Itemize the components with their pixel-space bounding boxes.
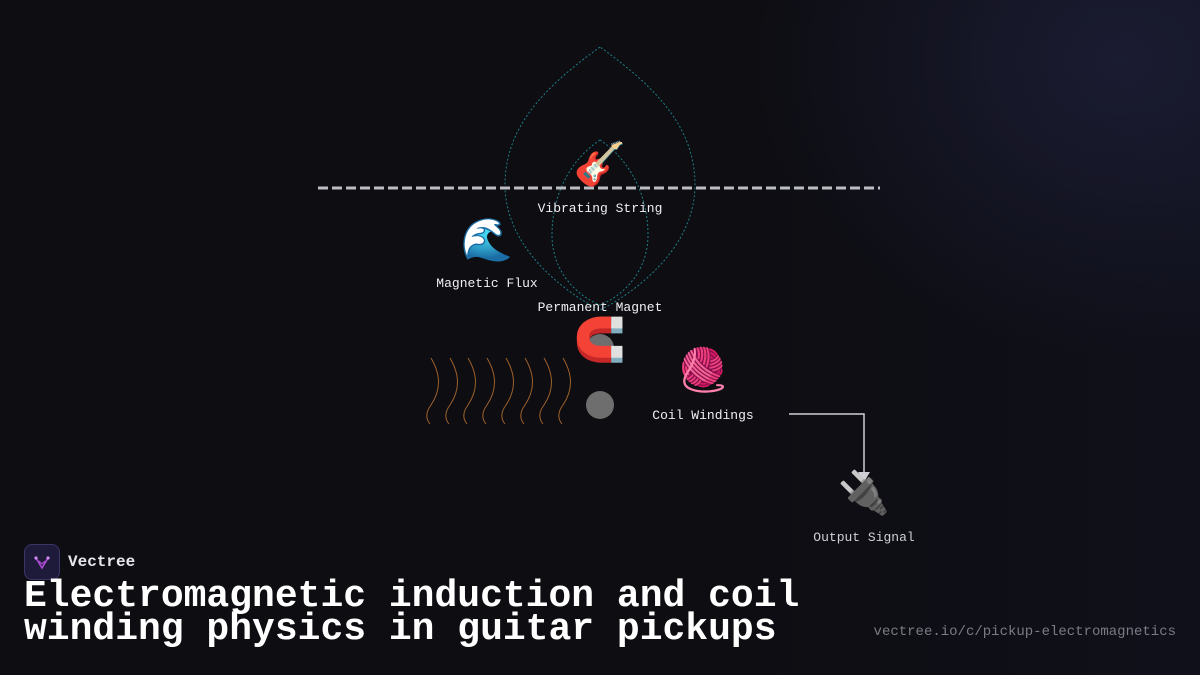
yarn-icon: 🧶: [676, 345, 730, 394]
source-url: vectree.io/c/pickup-electromagnetics: [873, 624, 1176, 640]
field-line-inner: [551, 139, 649, 306]
coil-waves: [426, 357, 571, 425]
page-title: Electromagnetic induction and coil windi…: [24, 575, 800, 651]
brand: Vectree: [24, 544, 135, 580]
guitar-icon: 🎸: [573, 139, 627, 188]
node-label-vibrating-string: Vibrating String: [537, 201, 663, 216]
pole-piece-top: [586, 334, 614, 362]
node-label-magnetic-flux: Magnetic Flux: [436, 276, 538, 291]
node-label-permanent-magnet: Permanent Magnet: [537, 300, 663, 315]
brand-name: Vectree: [68, 553, 136, 571]
field-line-outer: [504, 46, 696, 311]
vectree-logo-icon: [24, 544, 60, 580]
connector-arrowhead: [858, 472, 870, 482]
plug-icon: 🔌: [837, 468, 891, 517]
output-connector: [789, 413, 865, 478]
magnet-icon: 🧲: [573, 315, 627, 364]
node-label-output-signal: Output Signal: [813, 530, 915, 545]
node-label-coil-windings: Coil Windings: [652, 408, 754, 423]
pole-piece-bottom: [586, 391, 614, 419]
wave-icon: 🌊: [460, 215, 514, 264]
